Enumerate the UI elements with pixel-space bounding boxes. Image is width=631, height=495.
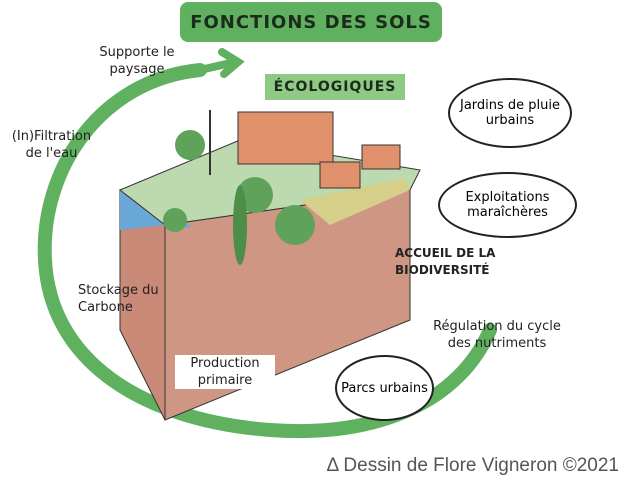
label-supporte: Supporte le paysage [99, 45, 175, 77]
bubble-exploitations: Exploitations maraîchères [438, 172, 577, 238]
tree [237, 177, 273, 213]
field [300, 178, 410, 225]
tree [175, 130, 205, 160]
tree [163, 208, 187, 232]
block-top-face [119, 139, 421, 226]
label-production: Production primaire [175, 355, 275, 389]
label-stockage: Stockage du Carbone [78, 283, 159, 315]
arrow-icon [196, 48, 245, 78]
label-biodiversite: ACCUEIL DE LA BIODIVERSITÉ [395, 246, 496, 277]
building [237, 111, 334, 165]
credit-text: Δ Dessin de Flore Vigneron ©2021 [326, 455, 619, 476]
tree [233, 185, 247, 265]
label-filtration: (In)Filtration de l'eau [11, 129, 92, 161]
bubble-parcs: Parcs urbains [335, 355, 434, 421]
subtitle-banner: ÉCOLOGIQUES [265, 74, 405, 100]
building [361, 144, 401, 170]
page-title: FONCTIONS DES SOLS [180, 2, 442, 42]
tree [275, 205, 315, 245]
bubble-jardins: Jardins de pluie urbains [448, 78, 572, 148]
building [319, 161, 361, 189]
label-regulation: Régulation du cycle des nutriments [433, 319, 561, 351]
